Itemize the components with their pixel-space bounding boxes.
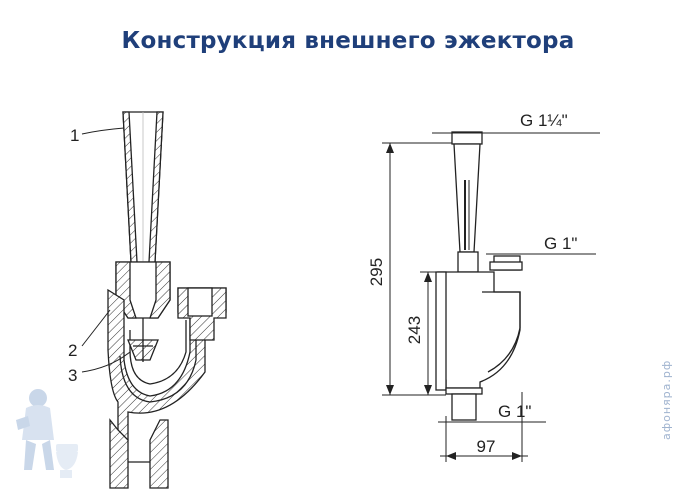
dimension-arrows [386,143,522,460]
callout-1: 1 [70,126,79,145]
section-view [107,111,227,489]
dim-width: 97 [477,437,496,456]
page-title: Конструкция внешнего эжектора [121,28,575,54]
dim-total-height: 295 [367,258,386,286]
dim-body-height: 243 [405,316,424,344]
dimension-lines [382,132,600,462]
plumber-logo [16,389,78,478]
callout-3: 3 [68,366,77,385]
callouts [81,127,131,373]
side-view [435,131,523,421]
site-watermark: афоняра.рф [660,359,673,440]
dim-thread-side: G 1" [544,234,577,253]
dim-thread-top: G 1¼" [520,111,568,130]
callout-2: 2 [68,341,77,360]
dim-thread-bottom: G 1" [498,402,531,421]
